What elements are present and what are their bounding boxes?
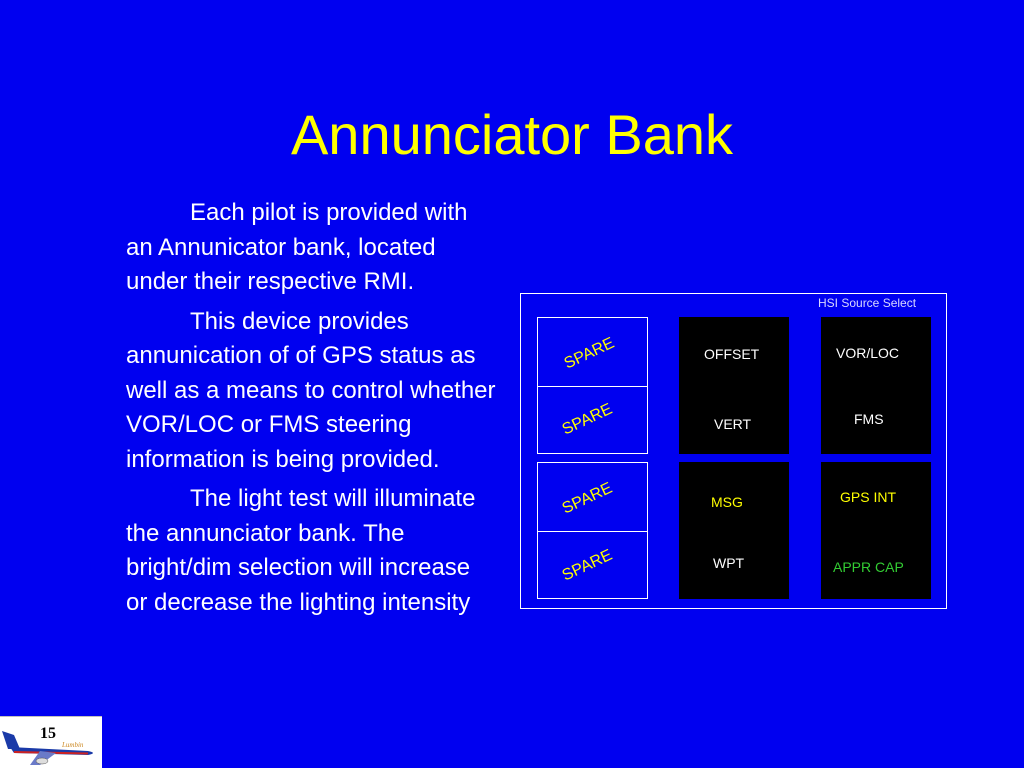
appr-cap-label: APPR CAP bbox=[833, 559, 904, 575]
annunciator-msg-wpt bbox=[679, 462, 789, 599]
vor-loc-label: VOR/LOC bbox=[836, 345, 900, 361]
spare-box-lower bbox=[537, 462, 648, 599]
body-paragraph-1: Each pilot is provided with an Annunicat… bbox=[126, 199, 468, 295]
airplane-logo-graphic: Lumbin bbox=[2, 731, 93, 765]
offset-label: OFFSET bbox=[704, 346, 760, 362]
annunciator-gps bbox=[821, 462, 931, 599]
hsi-source-select-label: HSI Source Select bbox=[818, 296, 917, 310]
body-paragraph-3: The light test will illuminate the annun… bbox=[126, 485, 476, 616]
airplane-logo-icon: Lumbin 15 bbox=[0, 716, 102, 768]
vert-label: VERT bbox=[714, 416, 752, 432]
annunciator-panel bbox=[520, 293, 947, 609]
body-paragraph-2: This device provides annunication of of … bbox=[126, 307, 496, 473]
gps-int-label: GPS INT bbox=[840, 489, 897, 505]
svg-text:Lumbin: Lumbin bbox=[61, 741, 84, 749]
page-number: 15 bbox=[40, 725, 56, 742]
spare-divider-upper bbox=[537, 386, 648, 387]
spare-divider-lower bbox=[537, 531, 648, 532]
annunciator-offset-vert bbox=[679, 317, 789, 454]
msg-label: MSG bbox=[711, 494, 743, 510]
spare-box-upper bbox=[537, 317, 648, 454]
slide-title: Annunciator Bank bbox=[290, 103, 734, 166]
slide-body: Each pilot is provided with an Annunicat… bbox=[126, 196, 496, 625]
annunciator-vor-fms[interactable] bbox=[821, 317, 931, 454]
wpt-label: WPT bbox=[713, 555, 745, 571]
fms-label: FMS bbox=[854, 411, 884, 427]
